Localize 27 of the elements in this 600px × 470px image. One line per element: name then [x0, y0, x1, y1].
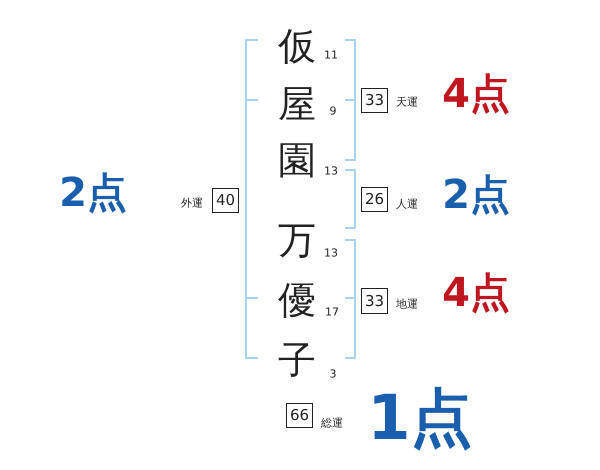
score-text: 1点 [367, 387, 473, 449]
fortune-label: 地運 [396, 298, 418, 310]
number-box: 26 [361, 187, 388, 212]
fortune-label: 人運 [396, 198, 418, 210]
name-character: 子 [278, 341, 316, 379]
stroke-count: 9 [330, 106, 336, 116]
stroke-count: 17 [325, 306, 339, 318]
fortune-label: 外運 [181, 198, 203, 208]
score-text: 2点 [59, 173, 127, 213]
score-text: 4点 [442, 273, 510, 313]
number-box: 66 [286, 403, 313, 428]
fortune-label: 総運 [321, 418, 343, 428]
name-character: 優 [278, 281, 316, 319]
name-character: 仮 [278, 27, 316, 65]
fortune-label: 天運 [396, 96, 418, 108]
stroke-count: 13 [324, 166, 338, 176]
stroke-count: 3 [330, 368, 336, 380]
name-character: 園 [278, 141, 316, 179]
name-character: 屋 [278, 85, 316, 123]
number-box: 33 [361, 88, 388, 113]
score-text: 2点 [442, 175, 510, 215]
stroke-count: 13 [324, 248, 338, 258]
number-box: 40 [212, 188, 239, 213]
number-box: 33 [361, 288, 388, 314]
stroke-count: 11 [324, 50, 338, 60]
name-character: 万 [278, 221, 316, 259]
score-text: 4点 [442, 74, 510, 114]
